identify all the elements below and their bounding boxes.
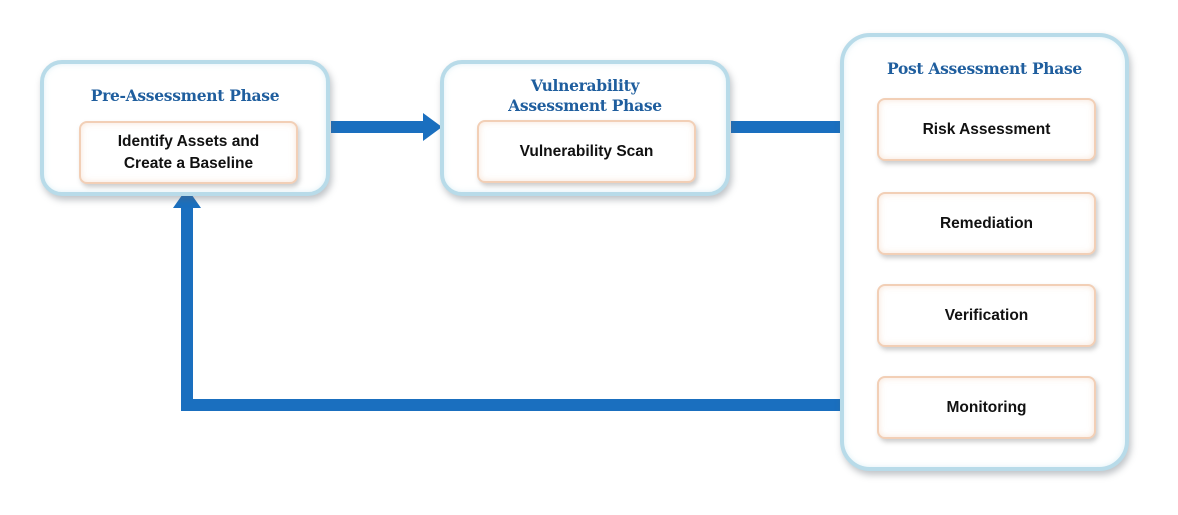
step-verification: Verification — [877, 284, 1096, 347]
step-vulnerability-scan: Vulnerability Scan — [477, 120, 696, 183]
post-assessment-phase: Post Assessment Phase Risk Assessment Re… — [840, 33, 1129, 471]
step-monitoring: Monitoring — [877, 376, 1096, 439]
vulnerability-title-line-2: Assessment Phase — [508, 96, 662, 115]
vulnerability-assessment-phase: Vulnerability Assessment Phase Vulnerabi… — [440, 60, 730, 196]
vulnerability-title-line-1: Vulnerability — [530, 76, 640, 95]
step-identify-line-2: Create a Baseline — [123, 154, 254, 172]
step-risk-assessment: Risk Assessment — [877, 98, 1096, 161]
arrow-monitoring-to-pre — [173, 188, 877, 411]
post-assessment-title: Post Assessment Phase — [887, 59, 1082, 78]
step-identify-assets: Identify Assets and Create a Baseline — [79, 121, 298, 184]
step-identify-line-1: Identify Assets and — [117, 132, 260, 150]
pre-assessment-title: Pre-Assessment Phase — [90, 86, 280, 105]
arrow-pre-to-vulnerability — [331, 113, 442, 141]
step-remediation: Remediation — [877, 192, 1096, 255]
vulnerability-assessment-title: Vulnerability Assessment Phase — [444, 76, 726, 116]
pre-assessment-phase: Pre-Assessment Phase Identify Assets and… — [40, 60, 330, 196]
